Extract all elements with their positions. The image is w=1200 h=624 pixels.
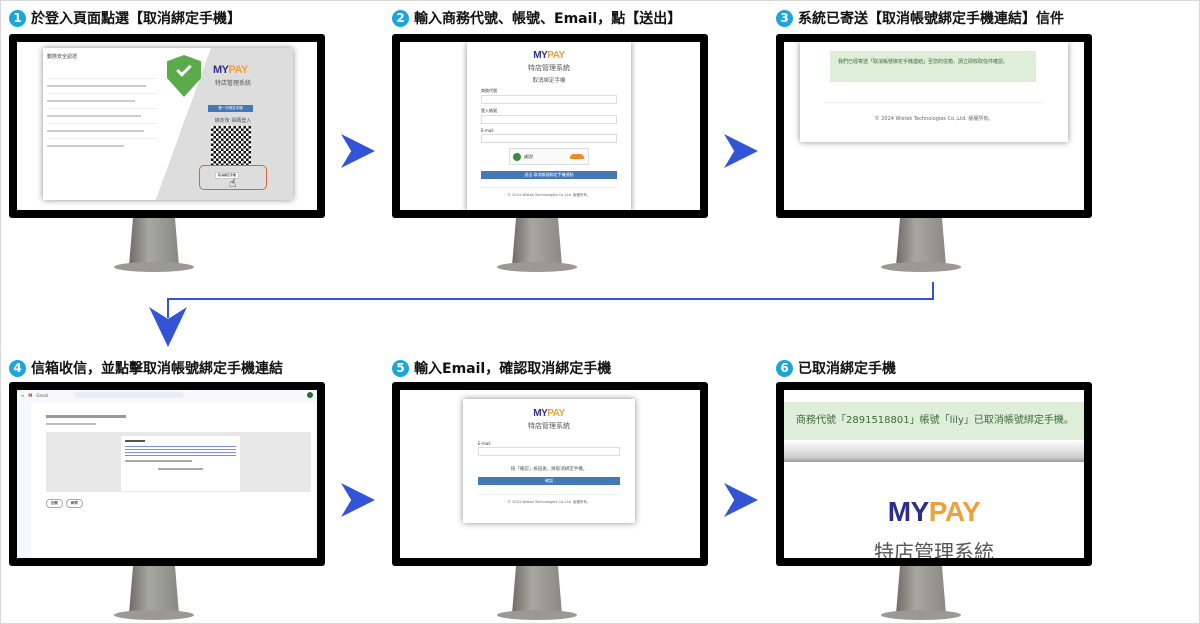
system-name: 特店管理系統 (214, 80, 251, 87)
step-label: 信箱收信，並點擊取消帳號綁定手機連結 (31, 361, 283, 377)
merchant-id-input[interactable] (481, 95, 617, 104)
confirm-form: MYPAY 特店管理系統 E-mail 按「確認」按鈕後，將取消綁定手機。 確認… (463, 399, 635, 523)
cloudflare-icon (570, 154, 584, 159)
step-label: 已取消綁定手機 (798, 361, 896, 377)
email-label: E-mail (481, 128, 494, 133)
step-label: 輸入商務代號、帳號、Email，點【送出】 (414, 11, 682, 27)
arrow-right-icon (341, 134, 375, 168)
step-badge: 2 (392, 9, 409, 27)
search-input[interactable] (74, 392, 185, 398)
monitor-base (114, 610, 194, 620)
app-name: Gmail (36, 392, 49, 398)
page-heading: 動態安全認證 (47, 54, 78, 60)
step-5-title: 5 輸入Email，確認取消綁定手機 (392, 358, 611, 378)
mypay-logo: MYPAY (887, 496, 981, 527)
system-name: 特店管理系統 (528, 422, 570, 430)
qr-code (211, 126, 251, 166)
mypay-logo: MYPAY (533, 50, 565, 61)
email-label: E-mail (478, 441, 491, 446)
monitor-base (881, 262, 961, 272)
arrow-right-icon (724, 134, 758, 168)
bind-phone-button[interactable]: 第一次綁定手機 (208, 105, 253, 112)
step-label: 輸入Email，確認取消綁定手機 (414, 361, 612, 377)
captcha-widget[interactable]: 成功! (509, 148, 589, 165)
captcha-status: 成功! (524, 153, 534, 159)
form-subtitle: 取消綁定手機 (532, 78, 566, 84)
step-label: 於登入頁面點選【取消綁定手機】 (31, 11, 241, 27)
step-badge: 5 (392, 359, 409, 377)
shield-check-icon (167, 55, 201, 97)
forward-button[interactable]: 轉寄 (66, 499, 83, 508)
email-view: 回覆 轉寄 (31, 402, 315, 558)
unbind-link[interactable] (125, 446, 236, 456)
monitor-step-1: 動態安全認證 MYPAY 特店管理系統 第一次綁定手機 綁定後 掃碼登入 取消綁… (9, 34, 325, 274)
connector-line (167, 298, 169, 318)
unbind-form: MYPAY 特店管理系統 取消綁定手機 商務代號 登入帳號 E-mail 成功!… (467, 42, 631, 210)
divider-shadow (784, 440, 1084, 462)
monitor-step-2: MYPAY 特店管理系統 取消綁定手機 商務代號 登入帳號 E-mail 成功!… (392, 34, 708, 274)
system-name: 特店管理系統 (874, 540, 994, 558)
step-badge: 3 (776, 9, 793, 27)
monitor-stand (129, 218, 179, 266)
email-input[interactable] (481, 134, 617, 143)
connector-line (167, 298, 934, 300)
mypay-logo: MYPAY (213, 64, 248, 76)
check-circle-icon (513, 152, 521, 161)
reply-button[interactable]: 回覆 (46, 499, 63, 508)
step-6-title: 6 已取消綁定手機 (776, 358, 896, 378)
email-body (46, 432, 311, 492)
monitor-stand (896, 566, 946, 614)
monitor-stand (896, 218, 946, 266)
confirm-button[interactable]: 確認 (478, 477, 620, 485)
system-name: 特店管理系統 (528, 64, 570, 72)
pointer-hand-icon: ☝ (229, 176, 237, 190)
email-subject (46, 415, 126, 418)
merchant-id-label: 商務代號 (481, 88, 497, 93)
monitor-stand (129, 566, 179, 614)
monitor-step-3: 我們已經寄送「取消帳號綁定手機連結」至您的信箱，請立即收取信件確認。 © 202… (776, 34, 1092, 274)
login-page: 動態安全認證 MYPAY 特店管理系統 第一次綁定手機 綁定後 掃碼登入 取消綁… (43, 48, 293, 200)
monitor-base (114, 262, 194, 272)
highlight-box (199, 165, 267, 190)
menu-icon[interactable]: ≡ (21, 392, 25, 398)
step-4-title: 4 信箱收信，並點擊取消帳號綁定手機連結 (9, 358, 283, 378)
arrow-right-icon (341, 483, 375, 517)
arrow-right-icon (724, 483, 758, 517)
unbind-phone-button[interactable]: 取消綁定手機 (215, 172, 239, 179)
qr-label: 綁定後 掃碼登入 (214, 118, 252, 124)
success-alert: 商務代號「2891518801」帳號「lily」已取消帳號綁定手機。 (784, 402, 1084, 440)
monitor-stand (512, 566, 562, 614)
monitor-base (497, 262, 577, 272)
confirm-note: 按「確認」按鈕後，將取消綁定手機。 (510, 467, 588, 472)
instruction-list (47, 72, 157, 147)
submit-button[interactable]: 送出 取消帳號綁定手機連結 (481, 171, 617, 179)
sender (46, 423, 96, 425)
monitor-step-6: 商務代號「2891518801」帳號「lily」已取消帳號綁定手機。 MYPAY… (776, 382, 1092, 622)
step-2-title: 2 輸入商務代號、帳號、Email，點【送出】 (392, 8, 681, 28)
step-badge: 4 (9, 359, 26, 377)
step-label: 系統已寄送【取消帳號綁定手機連結】信件 (798, 11, 1064, 27)
account-input[interactable] (481, 115, 617, 124)
monitor-step-5: MYPAY 特店管理系統 E-mail 按「確認」按鈕後，將取消綁定手機。 確認… (392, 382, 708, 622)
copyright: © 2024 Wistek Technologies Co.,Ltd. 版權所有… (507, 193, 591, 197)
monitor-base (497, 610, 577, 620)
gmail-logo: M (28, 392, 33, 398)
sent-confirmation: 我們已經寄送「取消帳號綁定手機連結」至您的信箱，請立即收取信件確認。 © 202… (800, 42, 1068, 142)
copyright: © 2024 Wistek Technologies Co.,Ltd. 版權所有… (507, 500, 591, 504)
step-3-title: 3 系統已寄送【取消帳號綁定手機連結】信件 (776, 8, 1064, 28)
success-alert: 我們已經寄送「取消帳號綁定手機連結」至您的信箱，請立即收取信件確認。 (830, 51, 1036, 82)
mypay-logo: MYPAY (533, 408, 565, 419)
step-badge: 1 (9, 9, 26, 27)
connector-line (932, 282, 934, 300)
monitor-base (881, 610, 961, 620)
email-input[interactable] (478, 447, 620, 456)
account-label: 登入帳號 (481, 108, 497, 113)
monitor-stand (512, 218, 562, 266)
step-1-title: 1 於登入頁面點選【取消綁定手機】 (9, 8, 241, 28)
copyright: © 2024 Wistek Technologies Co.,Ltd. 版權所有… (874, 116, 994, 122)
avatar[interactable] (307, 392, 313, 398)
step-badge: 6 (776, 359, 793, 377)
